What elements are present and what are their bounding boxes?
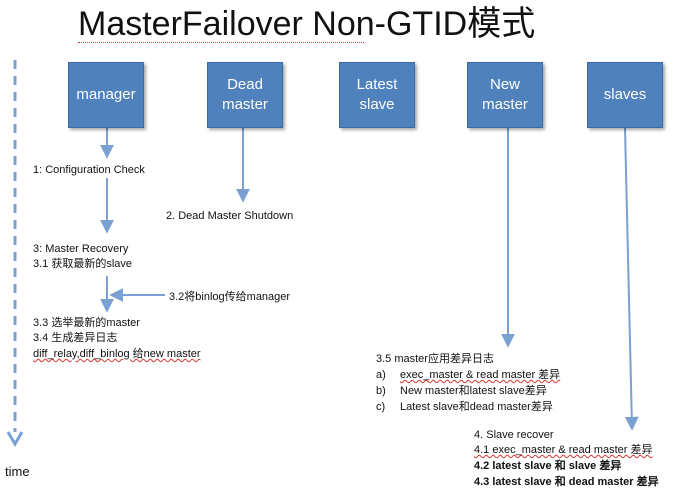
spellcheck-underline: [78, 39, 364, 43]
step-3-1-get-latest-slave: 3.1 获取最新的slave: [33, 258, 133, 270]
box-manager: manager: [68, 62, 144, 128]
step-3-5-item-c: c) Latest slave和dead master差异: [376, 400, 553, 415]
list-text: Latest slave和dead master差异: [400, 401, 553, 413]
step-3-4-diff-files: diff_relay,diff_binlog 给new master: [33, 348, 201, 360]
step-4-slave-recover: 4. Slave recover: [474, 429, 554, 441]
box-slaves: slaves: [587, 62, 663, 128]
time-axis-arrowhead: [6, 431, 24, 447]
step-4-2-latest-slave-diff: 4.2 latest slave 和 slave 差异: [474, 460, 622, 472]
box-new-master: New master: [467, 62, 543, 128]
step-3-master-recovery: 3: Master Recovery: [33, 243, 129, 255]
step-3-3-elect-master: 3.3 选举最新的master: [33, 317, 140, 329]
step-3-4-generate-diff-log: 3.4 生成差异日志: [33, 332, 118, 344]
step-1-configuration-check: 1: Configuration Check: [33, 164, 145, 176]
step-2-dead-master-shutdown: 2. Dead Master Shutdown: [166, 210, 294, 222]
time-label: time: [5, 464, 30, 479]
list-text: exec_master & read master 差异: [400, 369, 561, 381]
step-4-1-exec-read-diff: 4.1 exec_master & read master 差异: [474, 444, 653, 456]
box-dead-master: Dead master: [207, 62, 283, 128]
list-marker: b): [376, 385, 386, 397]
list-marker: a): [376, 369, 386, 381]
step-3-2-binlog-to-manager: 3.2将binlog传给manager: [169, 291, 291, 303]
list-marker: c): [376, 401, 386, 413]
step-3-5-item-a: a) exec_master & read master 差异: [376, 368, 560, 383]
step-3-5-item-b: b) New master和latest slave差异: [376, 384, 547, 399]
step-4-3-dead-master-diff: 4.3 latest slave 和 dead master 差异: [474, 476, 659, 488]
step-3-5-apply-diff: 3.5 master应用差异日志: [376, 353, 494, 365]
list-text: New master和latest slave差异: [400, 385, 547, 397]
box-latest-slave: Latest slave: [339, 62, 415, 128]
diagram-title: MasterFailover Non-GTID模式: [78, 5, 536, 43]
arrow-slaves-timeline: [624, 127, 639, 431]
